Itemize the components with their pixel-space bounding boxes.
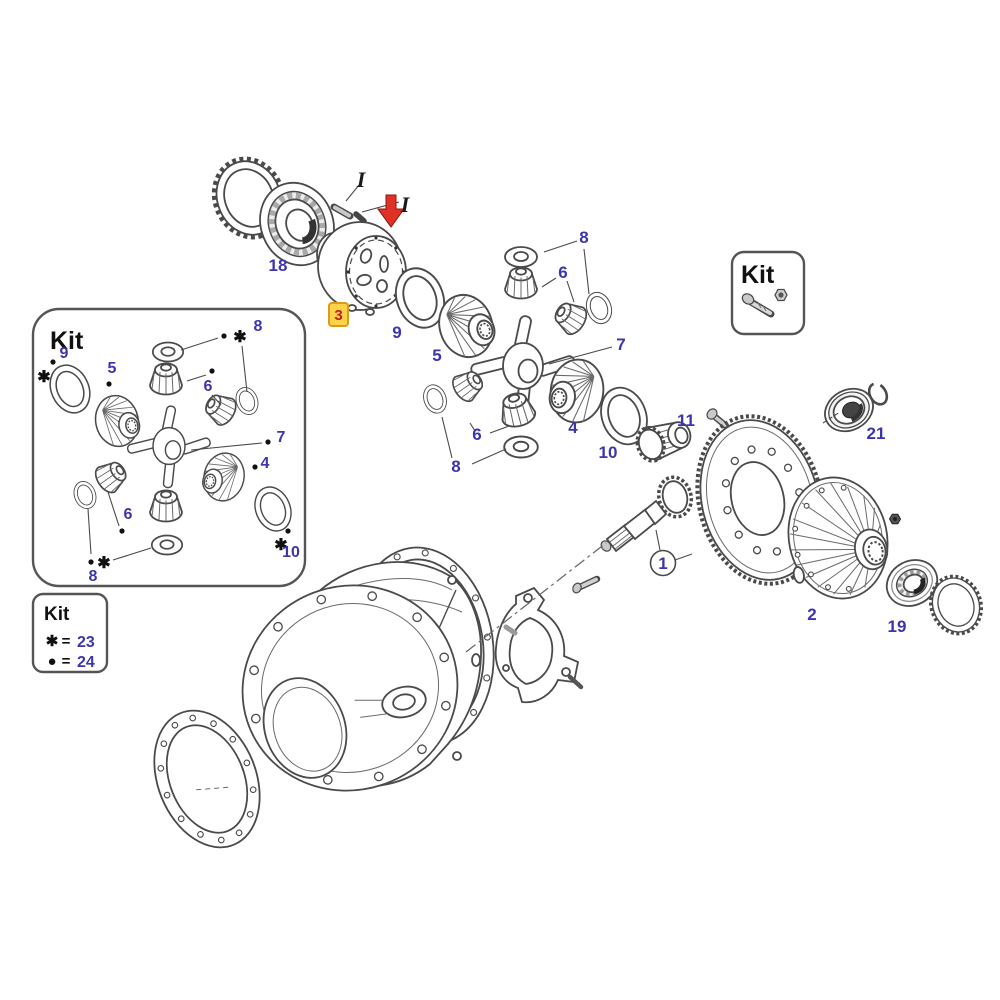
kit-label-5: 5 xyxy=(108,360,117,377)
highlight-arrow-icon xyxy=(377,194,405,228)
part-6-pinion-gear-top xyxy=(504,266,538,300)
part-6-pinion-gear-right xyxy=(548,295,592,340)
part-label-4: 4 xyxy=(568,418,578,437)
kit-marker-dots xyxy=(50,333,291,565)
part-11-coupling xyxy=(635,421,692,463)
legend-asterisk-symbol: ✱ xyxy=(46,633,59,650)
assembly-centerline xyxy=(465,542,607,653)
legend-value-23: 23 xyxy=(77,634,95,651)
kit-label-9: 9 xyxy=(60,345,69,362)
part-8-thrust-washer-right xyxy=(581,288,617,328)
part-label-6-bottom: 6 xyxy=(472,425,481,444)
axle-center-housing xyxy=(241,561,482,792)
svg-text:✱: ✱ xyxy=(233,329,246,346)
kit-label-10: 10 xyxy=(282,544,300,561)
svg-text:✱: ✱ xyxy=(37,369,50,386)
part-label-5: 5 xyxy=(432,346,441,365)
legend-equals-2: = xyxy=(62,653,71,670)
kit-nut-icon xyxy=(774,288,788,302)
kit-label-7: 7 xyxy=(277,429,286,446)
part-label-11: 11 xyxy=(677,411,695,430)
kit-box-left: Kit ✱ xyxy=(31,307,307,588)
pin-near-bracket xyxy=(567,674,584,690)
housing-side-boss xyxy=(354,685,427,719)
kit-leader-lines xyxy=(87,337,263,561)
part-label-6-top: 6 xyxy=(558,263,567,282)
part-label-1: 1 xyxy=(658,554,667,573)
kit-right-title: Kit xyxy=(741,261,775,289)
kit-label-6-right: 6 xyxy=(204,378,213,395)
kit-legend-box: Kit ✱ = 23 ● = 24 xyxy=(31,592,109,674)
leader-21-dashed xyxy=(822,411,841,424)
bolt-near-bracket xyxy=(572,575,601,594)
svg-text:✱: ✱ xyxy=(97,555,110,572)
part-8-thrust-washer-bottom xyxy=(503,435,539,459)
kit-part-washer-top xyxy=(151,341,185,363)
part-label-8-bottom: 8 xyxy=(451,457,460,476)
kit-bolt-icon xyxy=(741,293,775,318)
part-19-bearing xyxy=(885,559,939,607)
svg-text:✱: ✱ xyxy=(274,537,287,554)
part-label-3: 3 xyxy=(334,307,342,324)
kit-legend-title: Kit xyxy=(44,604,70,625)
part-21-snap-ring xyxy=(867,382,889,406)
part-1-pinion-shaft xyxy=(600,475,694,553)
kit-left-title: Kit xyxy=(50,327,84,355)
highlighted-callout-3: 3 xyxy=(328,302,349,327)
kit-part-washer-bottom xyxy=(150,534,184,556)
stub-near-bracket xyxy=(503,624,518,636)
part-label-9: 9 xyxy=(392,323,401,342)
housing-gasket xyxy=(153,709,261,849)
legend-bullet-symbol: ● xyxy=(47,653,56,670)
callout-1-balloon: 1 xyxy=(649,529,693,577)
bolt-above-ring-gear xyxy=(706,408,730,430)
kit-part-pinion-bottom xyxy=(149,489,183,523)
kit-label-4: 4 xyxy=(261,455,270,472)
part-2-diff-case xyxy=(787,476,889,600)
kit-label-8-top: 8 xyxy=(254,318,263,335)
part-label-21: 21 xyxy=(867,424,886,443)
part-21-bearing xyxy=(824,387,874,433)
legend-equals-1: = xyxy=(62,633,71,650)
part-label-7: 7 xyxy=(616,335,625,354)
part-3-diff-case-half xyxy=(316,221,407,316)
part-label-8-top: 8 xyxy=(579,228,588,247)
part-8-thrust-washer-left xyxy=(419,381,451,417)
kit-label-8-bottom: 8 xyxy=(89,568,98,585)
part-label-10: 10 xyxy=(599,443,618,462)
leader-lines-main xyxy=(441,240,613,465)
roll-pins xyxy=(330,203,367,224)
i-mark-left: I xyxy=(356,167,367,192)
part-label-2: 2 xyxy=(807,605,816,624)
kit-box-right: Kit xyxy=(730,250,806,336)
legend-value-24: 24 xyxy=(77,654,95,671)
kit-marker-asterisks: ✱ ✱ ✱ ✱ xyxy=(37,329,287,572)
part-8-thrust-washer-top xyxy=(504,246,538,268)
part-label-18: 18 xyxy=(269,256,288,275)
kit-label-6-left: 6 xyxy=(124,506,133,523)
nut-small xyxy=(888,513,902,525)
i-mark-right: I xyxy=(400,192,411,217)
kit-part-pinion-top xyxy=(149,362,183,396)
part-6-pinion-gear-bottom xyxy=(495,388,539,431)
bearing-cap-bracket xyxy=(494,586,580,704)
part-label-19: 19 xyxy=(888,617,907,636)
